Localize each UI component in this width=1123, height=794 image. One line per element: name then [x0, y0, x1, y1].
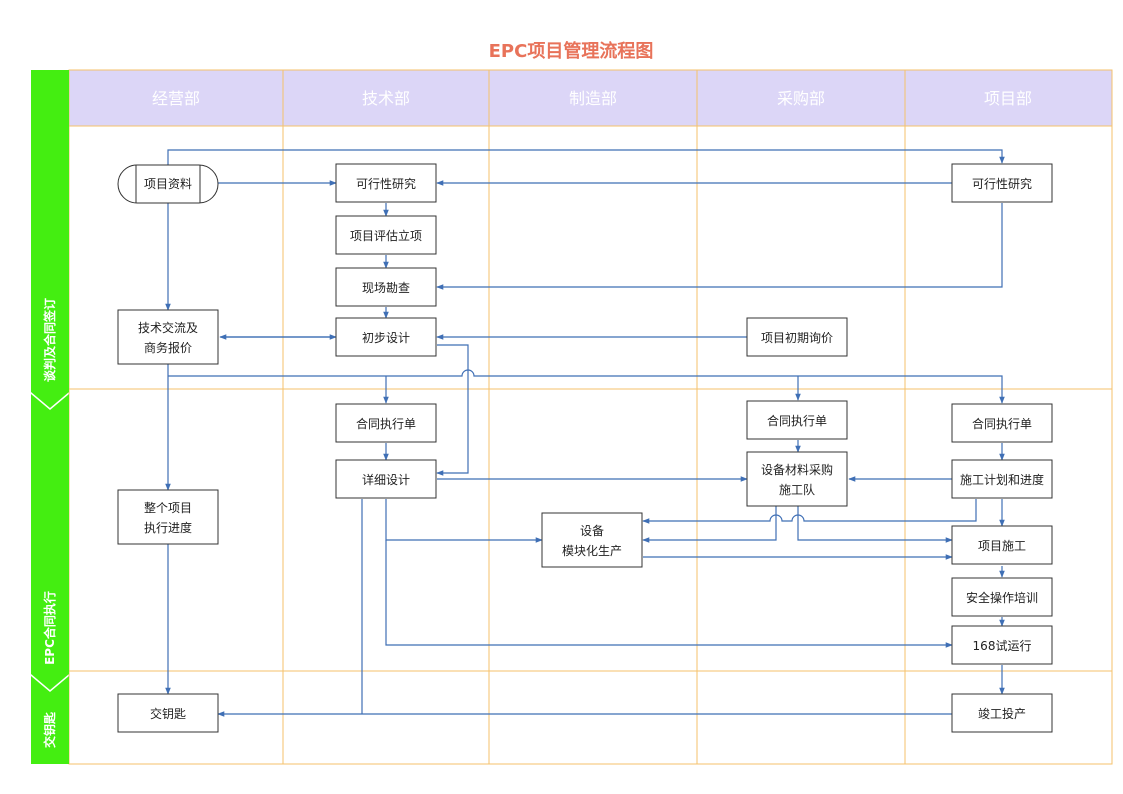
node-label: 施工队	[779, 482, 815, 497]
node-kexing-jishu	[335, 163, 437, 203]
node-label: 项目评估立项	[350, 228, 422, 243]
lane-header-xiangmu: 项目部	[984, 89, 1032, 108]
node-xiangmu-shigong	[951, 525, 1053, 565]
phase-labels: 谈判及合同签订 EPC合同执行 交钥匙	[42, 298, 57, 748]
lane-header-zhizao: 制造部	[569, 89, 617, 108]
connectors	[165, 149, 1005, 717]
node-label: 技术交流及	[138, 320, 198, 335]
node-label: 项目初期询价	[761, 331, 833, 345]
node-xianchang-kancha	[335, 267, 437, 307]
node-xiangmu-ziliao	[117, 164, 219, 204]
node-chuqi-xunjia	[746, 317, 848, 357]
phase-dividers	[69, 388, 1112, 672]
node-label: 合同执行单	[767, 413, 827, 428]
lane-header-jishu: 技术部	[362, 89, 410, 108]
connector	[167, 149, 1005, 165]
node-anquan-peixun	[951, 577, 1053, 617]
node-hetong-caigou	[746, 400, 848, 440]
lane-headers: 经营部 技术部 制造部 采购部 项目部	[152, 89, 1032, 108]
node-label: 合同执行单	[356, 416, 416, 431]
node-label: 执行进度	[144, 520, 192, 535]
node-label: 整个项目	[144, 500, 192, 515]
node-label: 安全操作培训	[966, 590, 1038, 605]
node-jishu-jiaoliu	[117, 309, 219, 365]
node-label: 合同执行单	[972, 416, 1032, 431]
phase-chevron-3	[31, 676, 69, 764]
lane-header-row	[68, 69, 1113, 127]
node-xiangxi-sheji	[335, 459, 437, 499]
node-label: 可行性研究	[356, 176, 416, 191]
node-label: 项目资料	[144, 177, 192, 191]
node-jiao-yaoshi	[117, 693, 219, 733]
connector	[168, 369, 1005, 404]
node-label: 初步设计	[362, 331, 410, 345]
node-label: 可行性研究	[972, 176, 1032, 191]
node-pinggu-lixiang	[335, 215, 437, 255]
connector	[436, 344, 469, 476]
node-label: 设备材料采购	[761, 462, 833, 477]
node-shiyunxing	[951, 625, 1053, 665]
connector	[642, 506, 777, 543]
node-label: 交钥匙	[150, 706, 186, 721]
lane-dividers	[282, 70, 906, 764]
connector	[385, 499, 543, 543]
node-labels: 项目资料 可行性研究 可行性研究 项目评估立项 现场勘查 技术交流及 商务报价 …	[138, 176, 1044, 721]
phase-label-1: 谈判及合同签订	[42, 298, 57, 382]
diagram-title: EPC项目管理流程图	[489, 40, 654, 62]
phase-chevron-1	[31, 70, 69, 408]
lane-header-jingying: 经营部	[152, 89, 200, 108]
node-label: 详细设计	[362, 472, 410, 487]
node-label: 施工计划和进度	[960, 472, 1044, 487]
phase-label-2: EPC合同执行	[42, 591, 57, 665]
node-label: 模块化生产	[562, 544, 622, 558]
connector	[797, 506, 953, 543]
phase-label-3: 交钥匙	[42, 711, 57, 748]
node-shape	[117, 164, 219, 204]
node-kexing-xiangmu	[951, 163, 1053, 203]
node-jungong	[951, 693, 1053, 733]
connector	[436, 203, 1003, 290]
node-label: 现场勘查	[362, 281, 410, 295]
nodes	[117, 163, 1053, 733]
node-hetong-xiangmu	[951, 403, 1053, 443]
connector	[385, 540, 953, 648]
node-zhengge	[117, 489, 219, 545]
lane-header-caigou: 采购部	[777, 89, 825, 108]
node-label: 项目施工	[978, 539, 1026, 553]
node-label: 168试运行	[973, 638, 1032, 653]
node-hetong-jishu	[335, 403, 437, 443]
node-shigong-jihua	[951, 459, 1053, 499]
node-label: 设备	[580, 524, 604, 538]
node-label: 竣工投产	[978, 706, 1026, 721]
phase-bar	[31, 70, 69, 764]
node-shebei	[541, 512, 643, 568]
node-caigou	[746, 451, 848, 507]
node-chubu-sheji	[335, 317, 437, 357]
phase-chevron-2	[31, 394, 69, 690]
node-label: 商务报价	[144, 340, 192, 355]
connector	[642, 499, 977, 524]
